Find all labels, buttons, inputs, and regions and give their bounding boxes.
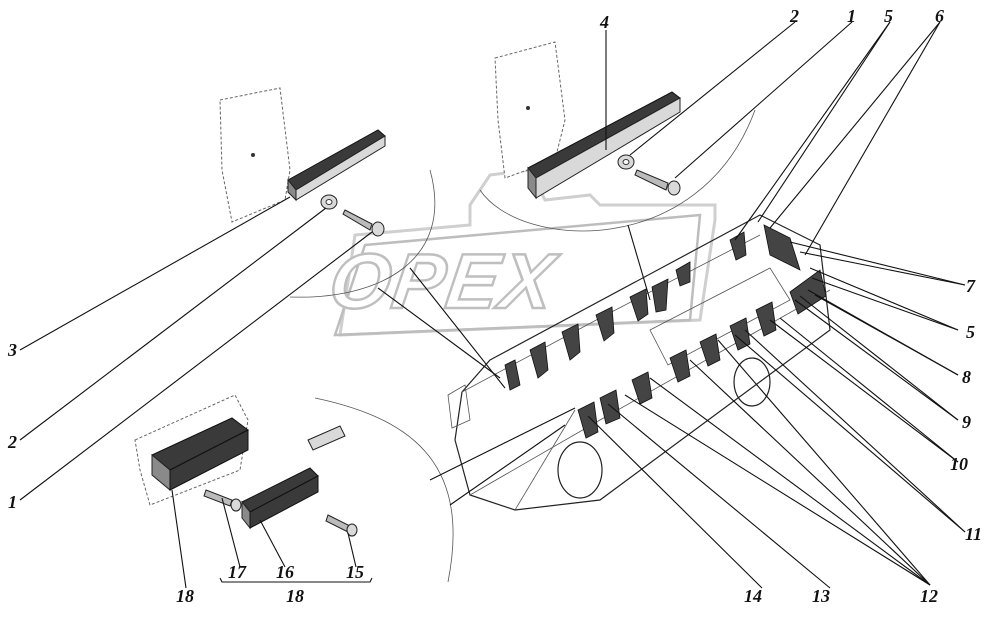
callout-10: 10 [950, 454, 968, 474]
washer-left [320, 194, 338, 210]
detail-arcs [289, 109, 756, 583]
screw-part-15 [325, 514, 358, 537]
curtains-upper-row [504, 224, 801, 391]
callout-17: 17 [228, 562, 247, 582]
wall-panel-left [219, 87, 291, 223]
callout-8: 8 [962, 367, 971, 387]
screw-part-17 [203, 489, 242, 512]
curtain-rail-right [527, 91, 681, 200]
callout-5-right: 5 [966, 322, 975, 342]
bracket-part-18 [151, 417, 249, 492]
callout-2-top: 2 [789, 6, 799, 26]
callout-9: 9 [962, 412, 971, 432]
curtain-rail-left [287, 129, 386, 202]
callout-1-left: 1 [8, 492, 17, 512]
pin-part [307, 425, 346, 451]
screw-right [634, 169, 681, 196]
callout-16: 16 [276, 562, 294, 582]
callout-2-left: 2 [7, 432, 17, 452]
callout-18-part: 18 [176, 586, 194, 606]
leader-lines [19, 21, 966, 589]
callout-6-top: 6 [935, 6, 944, 26]
callout-18-group: 18 [286, 586, 304, 606]
bracket-cover-part-16 [241, 467, 319, 530]
callout-labels: 1 2 4 5 6 7 5 8 9 10 11 12 13 14 3 2 1 1… [7, 6, 982, 606]
callout-13: 13 [812, 586, 830, 606]
callout-7: 7 [966, 276, 976, 296]
opex-watermark-logo: OPEX [323, 168, 717, 337]
callout-5-top: 5 [884, 6, 893, 26]
callout-12: 12 [920, 586, 938, 606]
callout-1-top: 1 [847, 6, 856, 26]
logo-text: OPEX [324, 237, 564, 325]
curtains-lower-row [577, 269, 827, 439]
washer-right [617, 154, 635, 170]
callout-14: 14 [744, 586, 762, 606]
callout-15: 15 [346, 562, 364, 582]
callout-3: 3 [7, 340, 17, 360]
callout-4-top: 4 [599, 12, 609, 32]
callout-11: 11 [965, 524, 982, 544]
screw-left [342, 209, 385, 237]
